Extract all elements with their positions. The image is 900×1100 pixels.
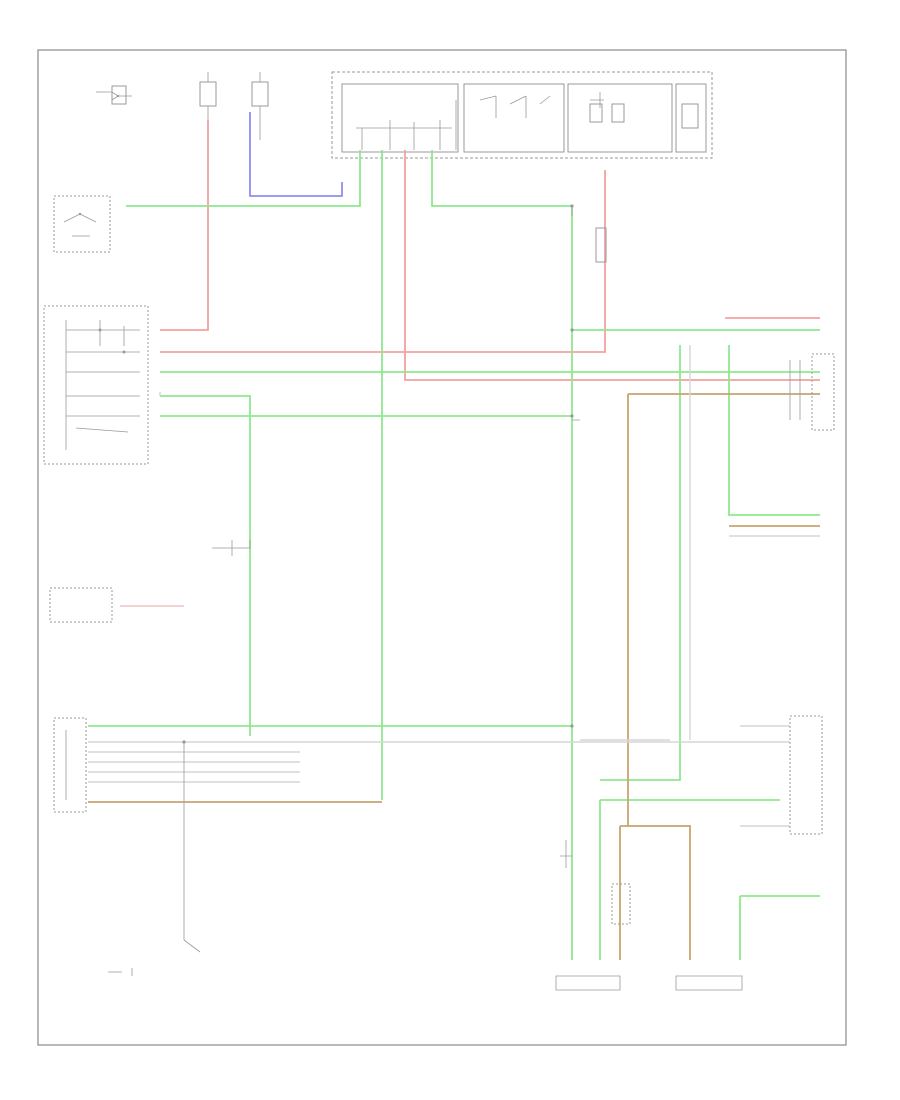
wire-brown-2 — [620, 825, 691, 960]
wire-red-3 — [404, 150, 820, 381]
combination-switch — [53, 195, 111, 253]
wire-red-1 — [160, 120, 209, 331]
fuse-top-1 — [199, 72, 217, 120]
relay-block — [331, 71, 713, 159]
body-ecu — [53, 717, 87, 813]
wire-green-11 — [600, 345, 681, 781]
wire-green-12 — [739, 895, 820, 960]
lower-left-device — [49, 587, 113, 623]
diagram-frame — [37, 49, 847, 1046]
top-left-switch — [96, 85, 132, 105]
wire-pink-1 — [120, 392, 184, 607]
wire-green-1 — [126, 150, 361, 207]
bottom-right-sensor — [675, 975, 743, 991]
wire-green-6 — [160, 395, 251, 736]
junction-connector-mid — [212, 540, 251, 556]
right-connector-top — [789, 353, 835, 431]
fuse-top-2 — [251, 72, 269, 140]
wire-blue — [249, 112, 343, 197]
bottom-left-switch — [108, 742, 201, 976]
combination-meter — [43, 305, 149, 465]
wire-green-13 — [728, 345, 820, 516]
junction-connector-right — [571, 206, 607, 421]
wire-green-2 — [431, 150, 573, 736]
bottom-mid-switch — [555, 975, 621, 991]
bottom-mid-connector — [560, 840, 631, 925]
wire-red-2 — [160, 170, 606, 353]
right-connector-low — [789, 715, 823, 835]
wire-brown-4 — [627, 393, 820, 826]
